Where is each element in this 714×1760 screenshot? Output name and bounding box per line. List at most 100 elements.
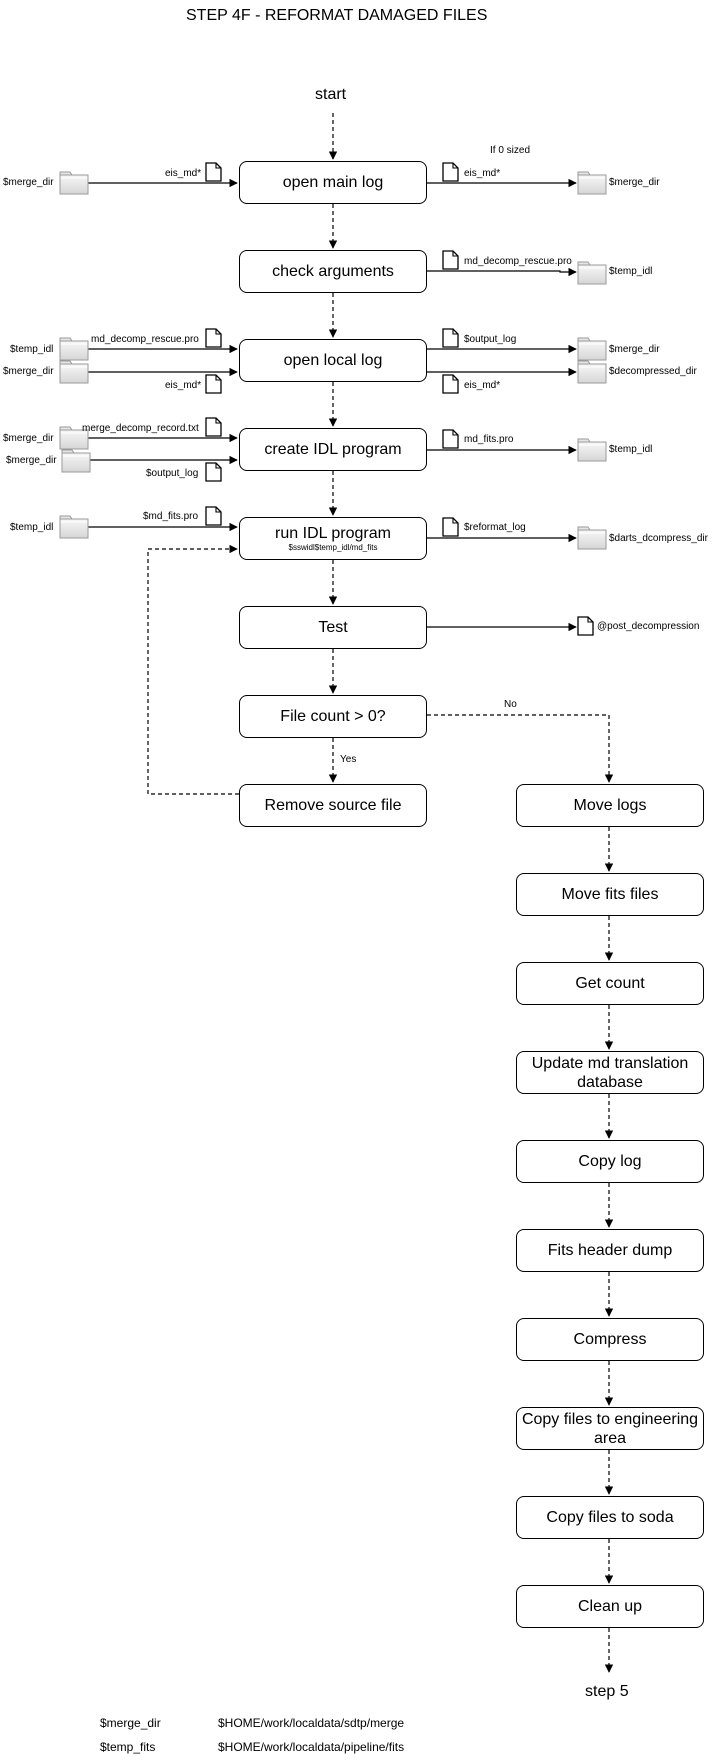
box-label: Test xyxy=(318,619,348,636)
document-icon xyxy=(442,429,459,449)
eis-md-label: eis_md* xyxy=(464,380,501,391)
box-sublabel: $sswidl$temp_idl/md_fits xyxy=(288,543,378,552)
check-arguments-box: check arguments xyxy=(239,250,427,293)
legend-value: $HOME/work/localdata/sdtp/merge xyxy=(218,1716,405,1730)
box-label: Fits header dump xyxy=(547,1242,673,1259)
box-label: File count > 0? xyxy=(280,708,386,725)
box-label: check arguments xyxy=(272,263,394,280)
folder-icon xyxy=(59,515,89,539)
eis-md-label: eis_md* xyxy=(165,380,202,391)
folder-icon xyxy=(577,360,607,384)
legend-name: $merge_dir xyxy=(100,1716,161,1730)
document-icon xyxy=(205,462,222,482)
copy-log-box: Copy log xyxy=(516,1140,704,1183)
merge-dir-label: $merge_dir xyxy=(3,177,54,188)
folder-icon xyxy=(59,171,89,195)
merge-dir-label: $merge_dir xyxy=(3,366,54,377)
if-zero-sized-label: If 0 sized xyxy=(490,145,531,156)
document-icon xyxy=(442,328,459,348)
get-count-box: Get count xyxy=(516,962,704,1005)
darts-dcompress-dir-label: $darts_dcompress_dir xyxy=(609,533,708,544)
box-label: Compress xyxy=(573,1331,647,1348)
update-md-database-box: Update md translation database xyxy=(516,1051,704,1094)
end-terminal: step 5 xyxy=(585,1683,629,1700)
box-label: run IDL program xyxy=(275,525,391,542)
box-label: Copy files to engineering area xyxy=(521,1410,699,1447)
folder-icon xyxy=(577,438,607,462)
compress-box: Compress xyxy=(516,1318,704,1361)
box-label: create IDL program xyxy=(264,441,402,458)
document-icon xyxy=(205,328,222,348)
document-icon xyxy=(205,162,222,182)
data-flow-arrows xyxy=(88,178,577,632)
document-icon xyxy=(442,250,459,270)
box-label: open local log xyxy=(283,352,383,369)
yes-branch-label: Yes xyxy=(340,754,357,765)
open-main-log-box: open main log xyxy=(239,161,427,204)
document-icon xyxy=(577,616,594,636)
folder-icon xyxy=(59,360,89,384)
create-idl-program-box: create IDL program xyxy=(239,428,427,471)
folder-icon xyxy=(61,449,91,473)
box-label: open main log xyxy=(282,174,384,191)
merge-dir-label: $merge_dir xyxy=(609,177,660,188)
move-fits-files-box: Move fits files xyxy=(516,873,704,916)
folder-icon xyxy=(577,261,607,285)
merge-dir-label: $merge_dir xyxy=(6,455,57,466)
box-label: Copy log xyxy=(578,1153,642,1170)
fits-header-dump-box: Fits header dump xyxy=(516,1229,704,1272)
eis-md-label: eis_md* xyxy=(165,168,202,179)
folder-icon xyxy=(577,171,607,195)
box-label: Remove source file xyxy=(264,797,402,814)
copy-soda-box: Copy files to soda xyxy=(516,1496,704,1539)
merge-dir-label: $merge_dir xyxy=(3,433,54,444)
folder-icon xyxy=(577,526,607,550)
eis-md-label: eis_md* xyxy=(464,168,501,179)
box-label: Clean up xyxy=(577,1598,643,1615)
box-label: Move fits files xyxy=(561,886,659,903)
remove-source-file-box: Remove source file xyxy=(239,784,427,827)
temp-idl-label: $temp_idl xyxy=(609,444,653,455)
test-box: Test xyxy=(239,606,427,649)
folder-icon xyxy=(59,337,89,361)
document-icon xyxy=(442,374,459,394)
run-idl-program-box: run IDL program $sswidl$temp_idl/md_fits xyxy=(239,517,427,560)
legend-value: $HOME/work/localdata/pipeline/fits xyxy=(218,1740,405,1754)
merge-dir-label: $merge_dir xyxy=(609,344,660,355)
document-icon xyxy=(205,417,222,437)
legend-name: $temp_fits xyxy=(100,1740,156,1754)
folder-icon xyxy=(577,337,607,361)
temp-idl-label: $temp_idl xyxy=(609,266,653,277)
document-icon xyxy=(442,517,459,537)
box-label: Copy files to soda xyxy=(546,1509,674,1526)
md-fits-pro-label: md_fits.pro xyxy=(464,434,514,445)
document-icon xyxy=(205,374,222,394)
file-count-decision-box: File count > 0? xyxy=(239,695,427,738)
no-branch-label: No xyxy=(504,699,517,710)
md-decomp-rescue-label: md_decomp_rescue.pro xyxy=(464,256,572,267)
start-terminal: start xyxy=(315,86,347,103)
copy-engineering-box: Copy files to engineering area xyxy=(516,1407,704,1450)
document-icon xyxy=(205,506,222,526)
merge-decomp-record-label: merge_decomp_record.txt xyxy=(82,423,199,434)
box-label: Move logs xyxy=(573,797,647,814)
clean-up-box: Clean up xyxy=(516,1585,704,1628)
output-log-label: $output_log xyxy=(146,468,199,479)
main-flow-connectors xyxy=(147,113,614,1673)
md-decomp-rescue-label: md_decomp_rescue.pro xyxy=(91,334,199,345)
output-log-label: $output_log xyxy=(464,334,517,345)
move-logs-box: Move logs xyxy=(516,784,704,827)
temp-idl-label: $temp_idl xyxy=(10,522,54,533)
reformat-log-label: $reformat_log xyxy=(464,522,526,533)
document-icons xyxy=(205,162,594,636)
md-fits-pro-var-label: $md_fits.pro xyxy=(143,511,199,522)
box-label: Update md translation database xyxy=(531,1054,689,1091)
box-label: Get count xyxy=(575,975,645,992)
open-local-log-box: open local log xyxy=(239,339,427,382)
post-decompression-label: @post_decompression xyxy=(597,621,700,632)
temp-idl-label: $temp_idl xyxy=(10,344,54,355)
document-icon xyxy=(442,162,459,182)
decompressed-dir-label: $decompressed_dir xyxy=(609,366,697,377)
diagram-title: STEP 4F - REFORMAT DAMAGED FILES xyxy=(186,7,488,24)
